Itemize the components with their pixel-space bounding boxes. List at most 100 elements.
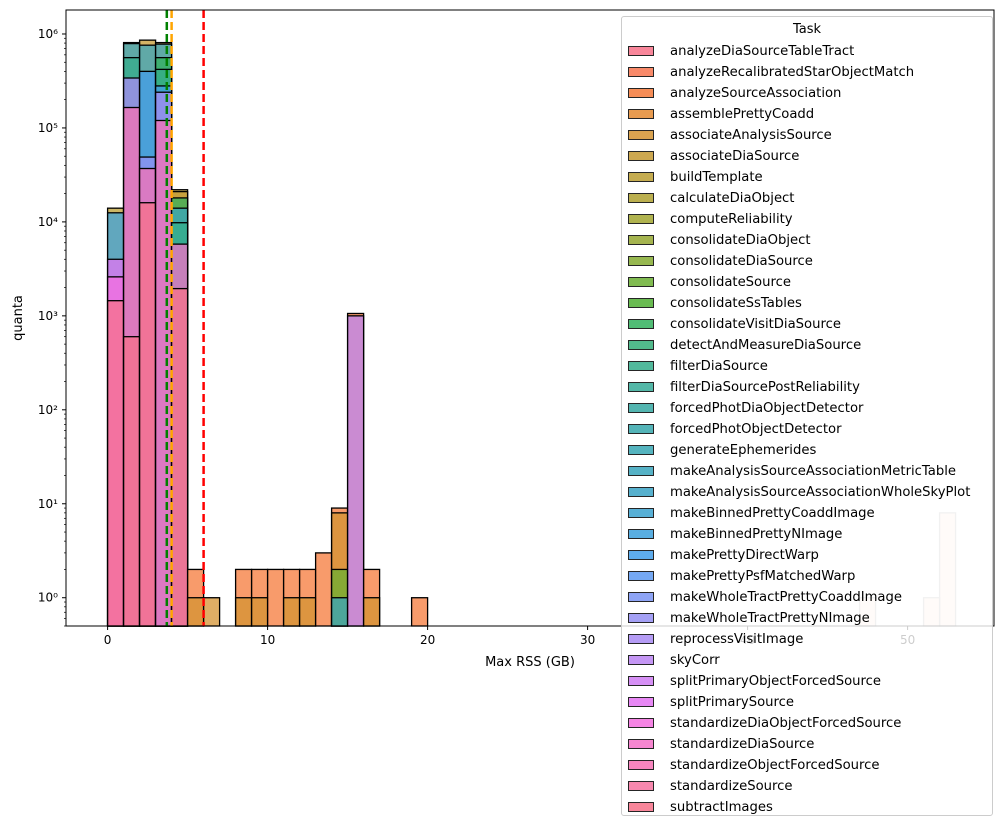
legend-item: consolidateDiaSource (628, 252, 813, 270)
legend-item: analyzeDiaSourceTableTract (628, 42, 854, 60)
legend-item: filterDiaSource (628, 357, 768, 375)
legend-swatch (628, 193, 654, 203)
legend-item: filterDiaSourcePostReliability (628, 378, 860, 396)
legend-swatch (628, 151, 654, 161)
legend-item: associateDiaSource (628, 147, 799, 165)
legend-item: standardizeDiaSource (628, 735, 814, 753)
bar-segment-subtractImages (138, 202, 157, 627)
legend-item: splitPrimarySource (628, 693, 794, 711)
legend-item: consolidateSsTables (628, 294, 802, 312)
legend-label: forcedPhotDiaObjectDetector (670, 400, 864, 416)
legend-swatch (628, 592, 654, 602)
y-tick-label: 10¹ (38, 497, 58, 511)
y-tick-label: 10⁰ (38, 591, 58, 605)
legend-label: skyCorr (670, 652, 720, 668)
legend-label: consolidateDiaObject (670, 232, 811, 248)
bar-segment-skyCorr (346, 315, 365, 627)
legend-item: detectAndMeasureDiaSource (628, 336, 861, 354)
legend-swatch (628, 571, 654, 581)
legend-title: Task (792, 22, 822, 37)
legend-item: standardizeSource (628, 777, 793, 795)
x-tick-label: 10 (260, 633, 275, 647)
legend-label: makePrettyDirectWarp (670, 547, 819, 563)
legend-item: computeReliability (628, 210, 793, 228)
legend-swatch (628, 424, 654, 434)
legend-item: splitPrimaryObjectForcedSource (628, 672, 881, 690)
bar-segment-makeAnalysisSourceAssociationMetricTable (330, 597, 349, 627)
bar-segment-associateAnalysisSource (362, 597, 381, 627)
legend-label: associateAnalysisSource (670, 127, 832, 143)
legend-swatch (628, 718, 654, 728)
legend-swatch (628, 697, 654, 707)
bar-segment-analyzeSourceAssociation (314, 552, 333, 627)
y-tick-label: 10⁶ (38, 27, 58, 41)
legend-swatch (628, 172, 654, 182)
legend-swatch (628, 88, 654, 98)
legend-swatch (628, 487, 654, 497)
legend-label: consolidateSsTables (670, 295, 802, 311)
legend-swatch (628, 403, 654, 413)
legend-swatch (628, 319, 654, 329)
threshold-lines (165, 10, 205, 626)
legend-label: computeReliability (670, 211, 793, 227)
legend-swatch (628, 613, 654, 623)
legend-item: generateEphemerides (628, 441, 816, 459)
legend-item: makeAnalysisSourceAssociationWholeSkyPlo… (628, 483, 970, 501)
legend-swatch (628, 634, 654, 644)
bar-segment-associateAnalysisSource (234, 597, 253, 627)
legend-label: makeAnalysisSourceAssociationMetricTable (670, 463, 957, 479)
legend-label: makeBinnedPrettyCoaddImage (670, 505, 875, 521)
bar-segment-subtractImages (122, 336, 141, 627)
bar-segment-associateAnalysisSource (186, 597, 205, 627)
legend-swatch (628, 46, 654, 56)
x-tick-label: 30 (580, 633, 595, 647)
legend-label: splitPrimarySource (670, 694, 794, 710)
bar-segment-associateAnalysisSource (202, 597, 221, 627)
legend-item: analyzeSourceAssociation (628, 84, 841, 102)
legend-label: consolidateDiaSource (670, 253, 813, 269)
legend-swatch (628, 340, 654, 350)
x-tick-label: 20 (420, 633, 435, 647)
legend: Task analyzeDiaSourceTableTract analyzeRe… (621, 16, 993, 816)
legend-label: calculateDiaObject (670, 190, 795, 206)
bar-segment-analyzeSourceAssociation (266, 568, 285, 627)
legend-swatch (628, 760, 654, 770)
legend-label: splitPrimaryObjectForcedSource (670, 673, 881, 689)
legend-swatch (628, 277, 654, 287)
legend-item: subtractImages (628, 798, 773, 816)
legend-swatch (628, 445, 654, 455)
legend-item: forcedPhotDiaObjectDetector (628, 399, 863, 417)
legend-item: makeAnalysisSourceAssociationMetricTable (628, 462, 956, 480)
legend-label: reprocessVisitImage (670, 631, 804, 647)
legend-label: assemblePrettyCoadd (670, 106, 815, 122)
legend-item: analyzeRecalibratedStarObjectMatch (628, 63, 914, 81)
legend-swatch (628, 361, 654, 371)
legend-item: makePrettyPsfMatchedWarp (628, 567, 855, 585)
legend-label: makePrettyPsfMatchedWarp (670, 568, 856, 584)
x-tick-label: 0 (104, 633, 112, 647)
legend-item: consolidateSource (628, 273, 791, 291)
legend-label: makeWholeTractPrettyNImage (670, 610, 870, 626)
legend-swatch (628, 256, 654, 266)
legend-swatch (628, 109, 654, 119)
bar-segment-associateAnalysisSource (282, 597, 301, 627)
legend-label: standardizeDiaSource (670, 736, 815, 752)
legend-swatch (628, 529, 654, 539)
legend-item: makeWholeTractPrettyNImage (628, 609, 870, 627)
legend-swatch (628, 214, 654, 224)
legend-item: standardizeDiaObjectForcedSource (628, 714, 901, 732)
legend-item: consolidateDiaObject (628, 231, 811, 249)
legend-swatch (628, 235, 654, 245)
legend-label: standardizeSource (670, 778, 793, 794)
legend-swatch (628, 781, 654, 791)
legend-item: calculateDiaObject (628, 189, 794, 207)
legend-label: consolidateVisitDiaSource (670, 316, 841, 332)
legend-item: associateAnalysisSource (628, 126, 832, 144)
legend-swatch (628, 382, 654, 392)
legend-item: makeBinnedPrettyNImage (628, 525, 842, 543)
legend-item: skyCorr (628, 651, 720, 669)
legend-swatch (628, 550, 654, 560)
legend-swatch (628, 67, 654, 77)
